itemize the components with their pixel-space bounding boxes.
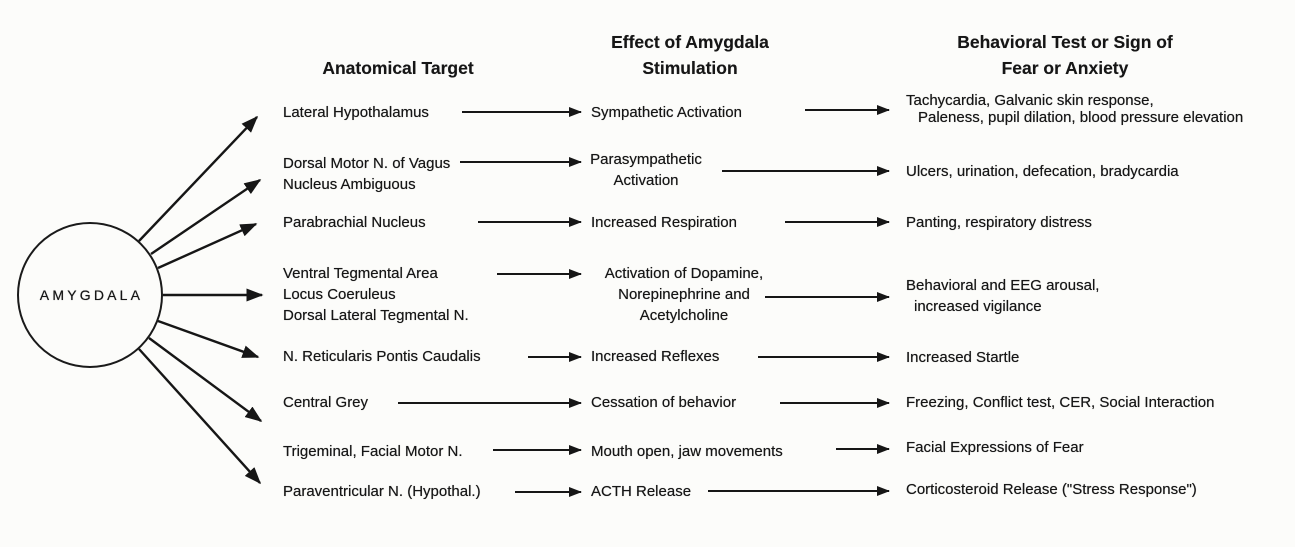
- header-anatomical-target: Anatomical Target: [283, 55, 513, 81]
- header-line: Fear or Anxiety: [1001, 58, 1129, 78]
- fan-arrow: [150, 179, 262, 255]
- stimulation-effect-label-line: Cessation of behavior: [591, 394, 737, 411]
- anatomical-target-label: Trigeminal, Facial Motor N.: [283, 443, 463, 460]
- header-line: Effect of Amygdala: [611, 32, 769, 52]
- stimulation-effect-label-line: Acetylcholine: [639, 307, 729, 324]
- behavior-sign-label-line: Increased Startle: [906, 349, 1020, 366]
- stimulation-effect-label-line: Increased Respiration: [591, 214, 737, 231]
- behavior-sign-label-line: Behavioral and EEG arousal,: [906, 277, 1100, 294]
- anatomical-target-label-line: Nucleus Ambiguous: [283, 176, 416, 193]
- behavior-sign-label: Tachycardia, Galvanic skin response,Pale…: [906, 92, 1243, 126]
- stimulation-effect-label-line: Activation of Dopamine,: [604, 265, 764, 282]
- behavior-sign-label-line: Freezing, Conflict test, CER, Social Int…: [906, 394, 1215, 411]
- stimulation-effect-label: Mouth open, jaw movements: [591, 443, 783, 460]
- anatomical-target-label-line: Paraventricular N. (Hypothal.): [283, 483, 481, 500]
- behavior-sign-label-line: Paleness, pupil dilation, blood pressure…: [918, 109, 1244, 126]
- stimulation-effect-label-line: Activation: [613, 172, 679, 189]
- amygdala-label: AMYGDALA: [39, 287, 144, 303]
- anatomical-target-label-line: Trigeminal, Facial Motor N.: [283, 443, 463, 460]
- header-line: Stimulation: [642, 58, 738, 78]
- fan-arrow: [157, 222, 258, 270]
- anatomical-target-label: Paraventricular N. (Hypothal.): [283, 483, 481, 500]
- stimulation-effect-label: Activation of Dopamine, Norepinephrine an…: [588, 263, 780, 326]
- anatomical-target-label: N. Reticularis Pontis Caudalis: [283, 348, 481, 365]
- anatomical-target-label-line: Locus Coeruleus: [283, 286, 396, 303]
- anatomical-target-label-line: Ventral Tegmental Area: [283, 265, 438, 282]
- stimulation-effect-label: Increased Reflexes: [591, 348, 719, 365]
- header-effect-of-amygdala-stimulation: Effect of Amygdala Stimulation: [570, 29, 810, 81]
- anatomical-target-label-line: Lateral Hypothalamus: [283, 104, 429, 121]
- stimulation-effect-label: ACTH Release: [591, 483, 691, 500]
- stimulation-effect-label: Increased Respiration: [591, 214, 737, 231]
- behavior-sign-label-line: Panting, respiratory distress: [906, 214, 1092, 231]
- anatomical-target-label-line: Dorsal Motor N. of Vagus: [283, 155, 451, 172]
- stimulation-effect-label-line: Mouth open, jaw movements: [591, 443, 783, 460]
- fan-arrow: [138, 348, 262, 485]
- stimulation-effect-label-line: ACTH Release: [591, 483, 692, 500]
- fan-arrow: [138, 115, 259, 242]
- header-behavioral-test-or-sign: Behavioral Test or Sign of Fear or Anxie…: [895, 29, 1235, 81]
- behavior-sign-label-line: increased vigilance: [914, 298, 1042, 315]
- behavior-sign-label: Facial Expressions of Fear: [906, 439, 1084, 456]
- behavior-sign-label: Freezing, Conflict test, CER, Social Int…: [906, 394, 1214, 411]
- fan-arrow: [157, 319, 260, 359]
- stimulation-effect-label-line: Norepinephrine and: [618, 286, 750, 303]
- stimulation-effect-label: Cessation of behavior: [591, 394, 736, 411]
- behavior-sign-label-line: Facial Expressions of Fear: [906, 439, 1084, 456]
- header-line: Anatomical Target: [322, 58, 474, 78]
- behavior-sign-label: Ulcers, urination, defecation, bradycard…: [906, 163, 1179, 180]
- anatomical-target-label: Parabrachial Nucleus: [283, 214, 426, 231]
- behavior-sign-label: Corticosteroid Release ("Stress Response…: [906, 481, 1197, 498]
- stimulation-effect-label-line: Parasympathetic: [590, 151, 702, 168]
- stimulation-effect-label: Sympathetic Activation: [591, 104, 742, 121]
- fan-arrow: [148, 337, 263, 422]
- header-line: Behavioral Test or Sign of: [957, 32, 1173, 52]
- behavior-sign-label-line: Ulcers, urination, defecation, bradycard…: [906, 163, 1179, 180]
- anatomical-target-label: Lateral Hypothalamus: [283, 104, 429, 121]
- behavior-sign-label-line: Tachycardia, Galvanic skin response,: [906, 92, 1154, 109]
- amygdala-node: AMYGDALA: [17, 222, 163, 368]
- behavior-sign-label: Behavioral and EEG arousal, increased vig…: [906, 275, 1099, 317]
- anatomical-target-label-line: Dorsal Lateral Tegmental N.: [283, 307, 469, 324]
- anatomical-target-label-line: Parabrachial Nucleus: [283, 214, 426, 231]
- anatomical-target-label-line: Central Grey: [283, 394, 369, 411]
- behavior-sign-label: Increased Startle: [906, 349, 1019, 366]
- anatomical-target-label-line: N. Reticularis Pontis Caudalis: [283, 348, 481, 365]
- behavior-sign-label: Panting, respiratory distress: [906, 214, 1092, 231]
- behavior-sign-label-line: Corticosteroid Release ("Stress Response…: [906, 481, 1197, 498]
- stimulation-effect-label-line: Sympathetic Activation: [591, 104, 742, 121]
- stimulation-effect-label-line: Increased Reflexes: [591, 348, 720, 365]
- anatomical-target-label: Central Grey: [283, 394, 368, 411]
